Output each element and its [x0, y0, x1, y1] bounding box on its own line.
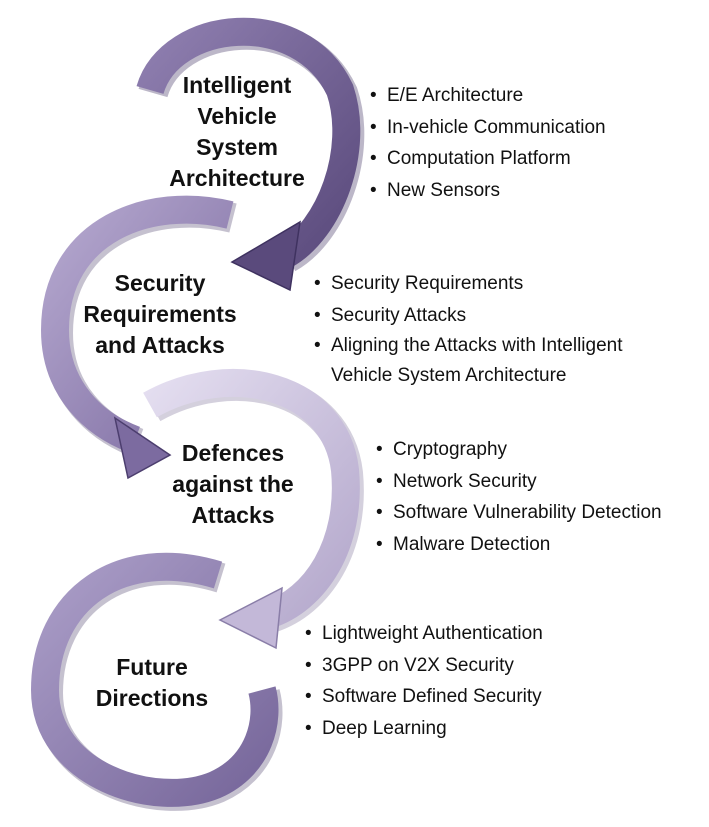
stage-4-title-line: Future: [116, 654, 188, 680]
bullet-item: 3GPP on V2X Security: [305, 650, 543, 682]
arrow-stage-2: [40, 195, 237, 480]
stage-2-bullets: Security Requirements Security Attacks A…: [314, 268, 623, 391]
stage-3-title-line: Defences: [181, 440, 285, 466]
bullet-item: Aligning the Attacks with Intelligent Ve…: [314, 331, 623, 391]
stage-2-title-line: and Attacks: [95, 332, 225, 358]
stage-3-title: Defences against the Attacks: [138, 438, 328, 531]
stage-1-title-line: Vehicle: [197, 103, 277, 129]
stage-1-title-line: System: [196, 134, 278, 160]
stage-1-title: Intelligent Vehicle System Architecture: [147, 70, 327, 194]
arrow-stage-1: [136, 17, 365, 292]
stage-4-bullets: Lightweight Authentication 3GPP on V2X S…: [305, 618, 543, 744]
stage-4-title-line: Directions: [95, 685, 209, 711]
stage-4-title: Future Directions: [62, 652, 242, 714]
stage-3-title-line: against the: [172, 471, 294, 497]
arrow-stage-3: [143, 369, 364, 650]
stage-1-bullets: E/E Architecture In-vehicle Communicatio…: [370, 80, 606, 206]
bullet-item: Lightweight Authentication: [305, 618, 543, 650]
arrow-stage-4: [30, 552, 283, 811]
stage-3-bullets: Cryptography Network Security Software V…: [376, 434, 662, 560]
bullet-item: Network Security: [376, 466, 662, 498]
bullet-item: E/E Architecture: [370, 80, 606, 112]
stage-2-title-line: Security: [114, 270, 206, 296]
bullet-item: New Sensors: [370, 175, 606, 207]
bullet-item: In-vehicle Communication: [370, 112, 606, 144]
bullet-item: Software Vulnerability Detection: [376, 497, 662, 529]
stage-1-title-line: Intelligent: [182, 72, 292, 98]
bullet-item: Computation Platform: [370, 143, 606, 175]
bullet-item: Security Requirements: [314, 268, 623, 300]
bullet-item: Software Defined Security: [305, 681, 543, 713]
stage-2-title-line: Requirements: [83, 301, 237, 327]
bullet-item: Deep Learning: [305, 713, 543, 745]
bullet-item: Cryptography: [376, 434, 662, 466]
bullet-item: Security Attacks: [314, 300, 623, 332]
stage-3-title-line: Attacks: [191, 502, 275, 528]
bullet-item: Malware Detection: [376, 529, 662, 561]
stage-2-title: Security Requirements and Attacks: [70, 268, 250, 361]
stage-1-title-line: Architecture: [169, 165, 305, 191]
